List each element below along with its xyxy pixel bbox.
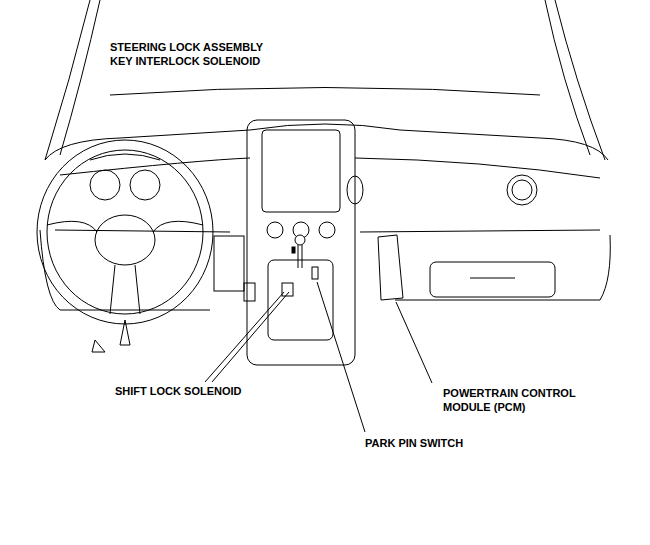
shift-knob	[295, 235, 305, 245]
part-label: POWERTRAIN CONTROL MODULE (PCM)	[443, 386, 583, 414]
key-interlock-solenoid	[244, 283, 255, 301]
steering-wheel	[47, 150, 203, 314]
vent	[512, 180, 532, 200]
steering-lock-assembly	[214, 236, 244, 291]
leader-line	[205, 292, 289, 382]
pcm	[378, 235, 403, 300]
glove-box	[430, 262, 555, 297]
dash-top	[45, 124, 608, 160]
park-pin-switch	[312, 267, 318, 279]
dash-lower	[40, 230, 610, 310]
pillar-line	[45, 0, 90, 160]
wheel-hub	[95, 215, 155, 265]
shift-lever	[298, 245, 302, 268]
shift-button	[292, 247, 295, 253]
knob	[319, 222, 335, 238]
gauge	[130, 170, 160, 200]
vent	[507, 175, 537, 205]
leader-line	[396, 302, 432, 383]
steering-wheel	[37, 140, 213, 324]
center-stack	[247, 120, 355, 365]
windshield-line	[110, 88, 540, 96]
wheel-spoke	[47, 221, 203, 314]
glove-handle	[470, 278, 515, 279]
pedal	[92, 320, 130, 352]
vent	[347, 176, 363, 204]
pillar-line	[60, 0, 100, 155]
dash-line	[55, 230, 600, 232]
leader-line	[317, 282, 365, 432]
part-label: SHIFT LOCK SOLENOID	[115, 384, 315, 398]
pillar-line	[555, 0, 605, 160]
audio-panel	[262, 130, 340, 212]
part-label: KEY INTERLOCK SOLENOID	[110, 54, 330, 68]
gauge	[90, 170, 120, 200]
gauge-hood	[90, 154, 160, 160]
knob	[267, 222, 283, 238]
part-label: PARK PIN SWITCH	[365, 436, 565, 450]
part-label: STEERING LOCK ASSEMBLY	[110, 40, 330, 54]
pillar-line	[545, 0, 590, 155]
